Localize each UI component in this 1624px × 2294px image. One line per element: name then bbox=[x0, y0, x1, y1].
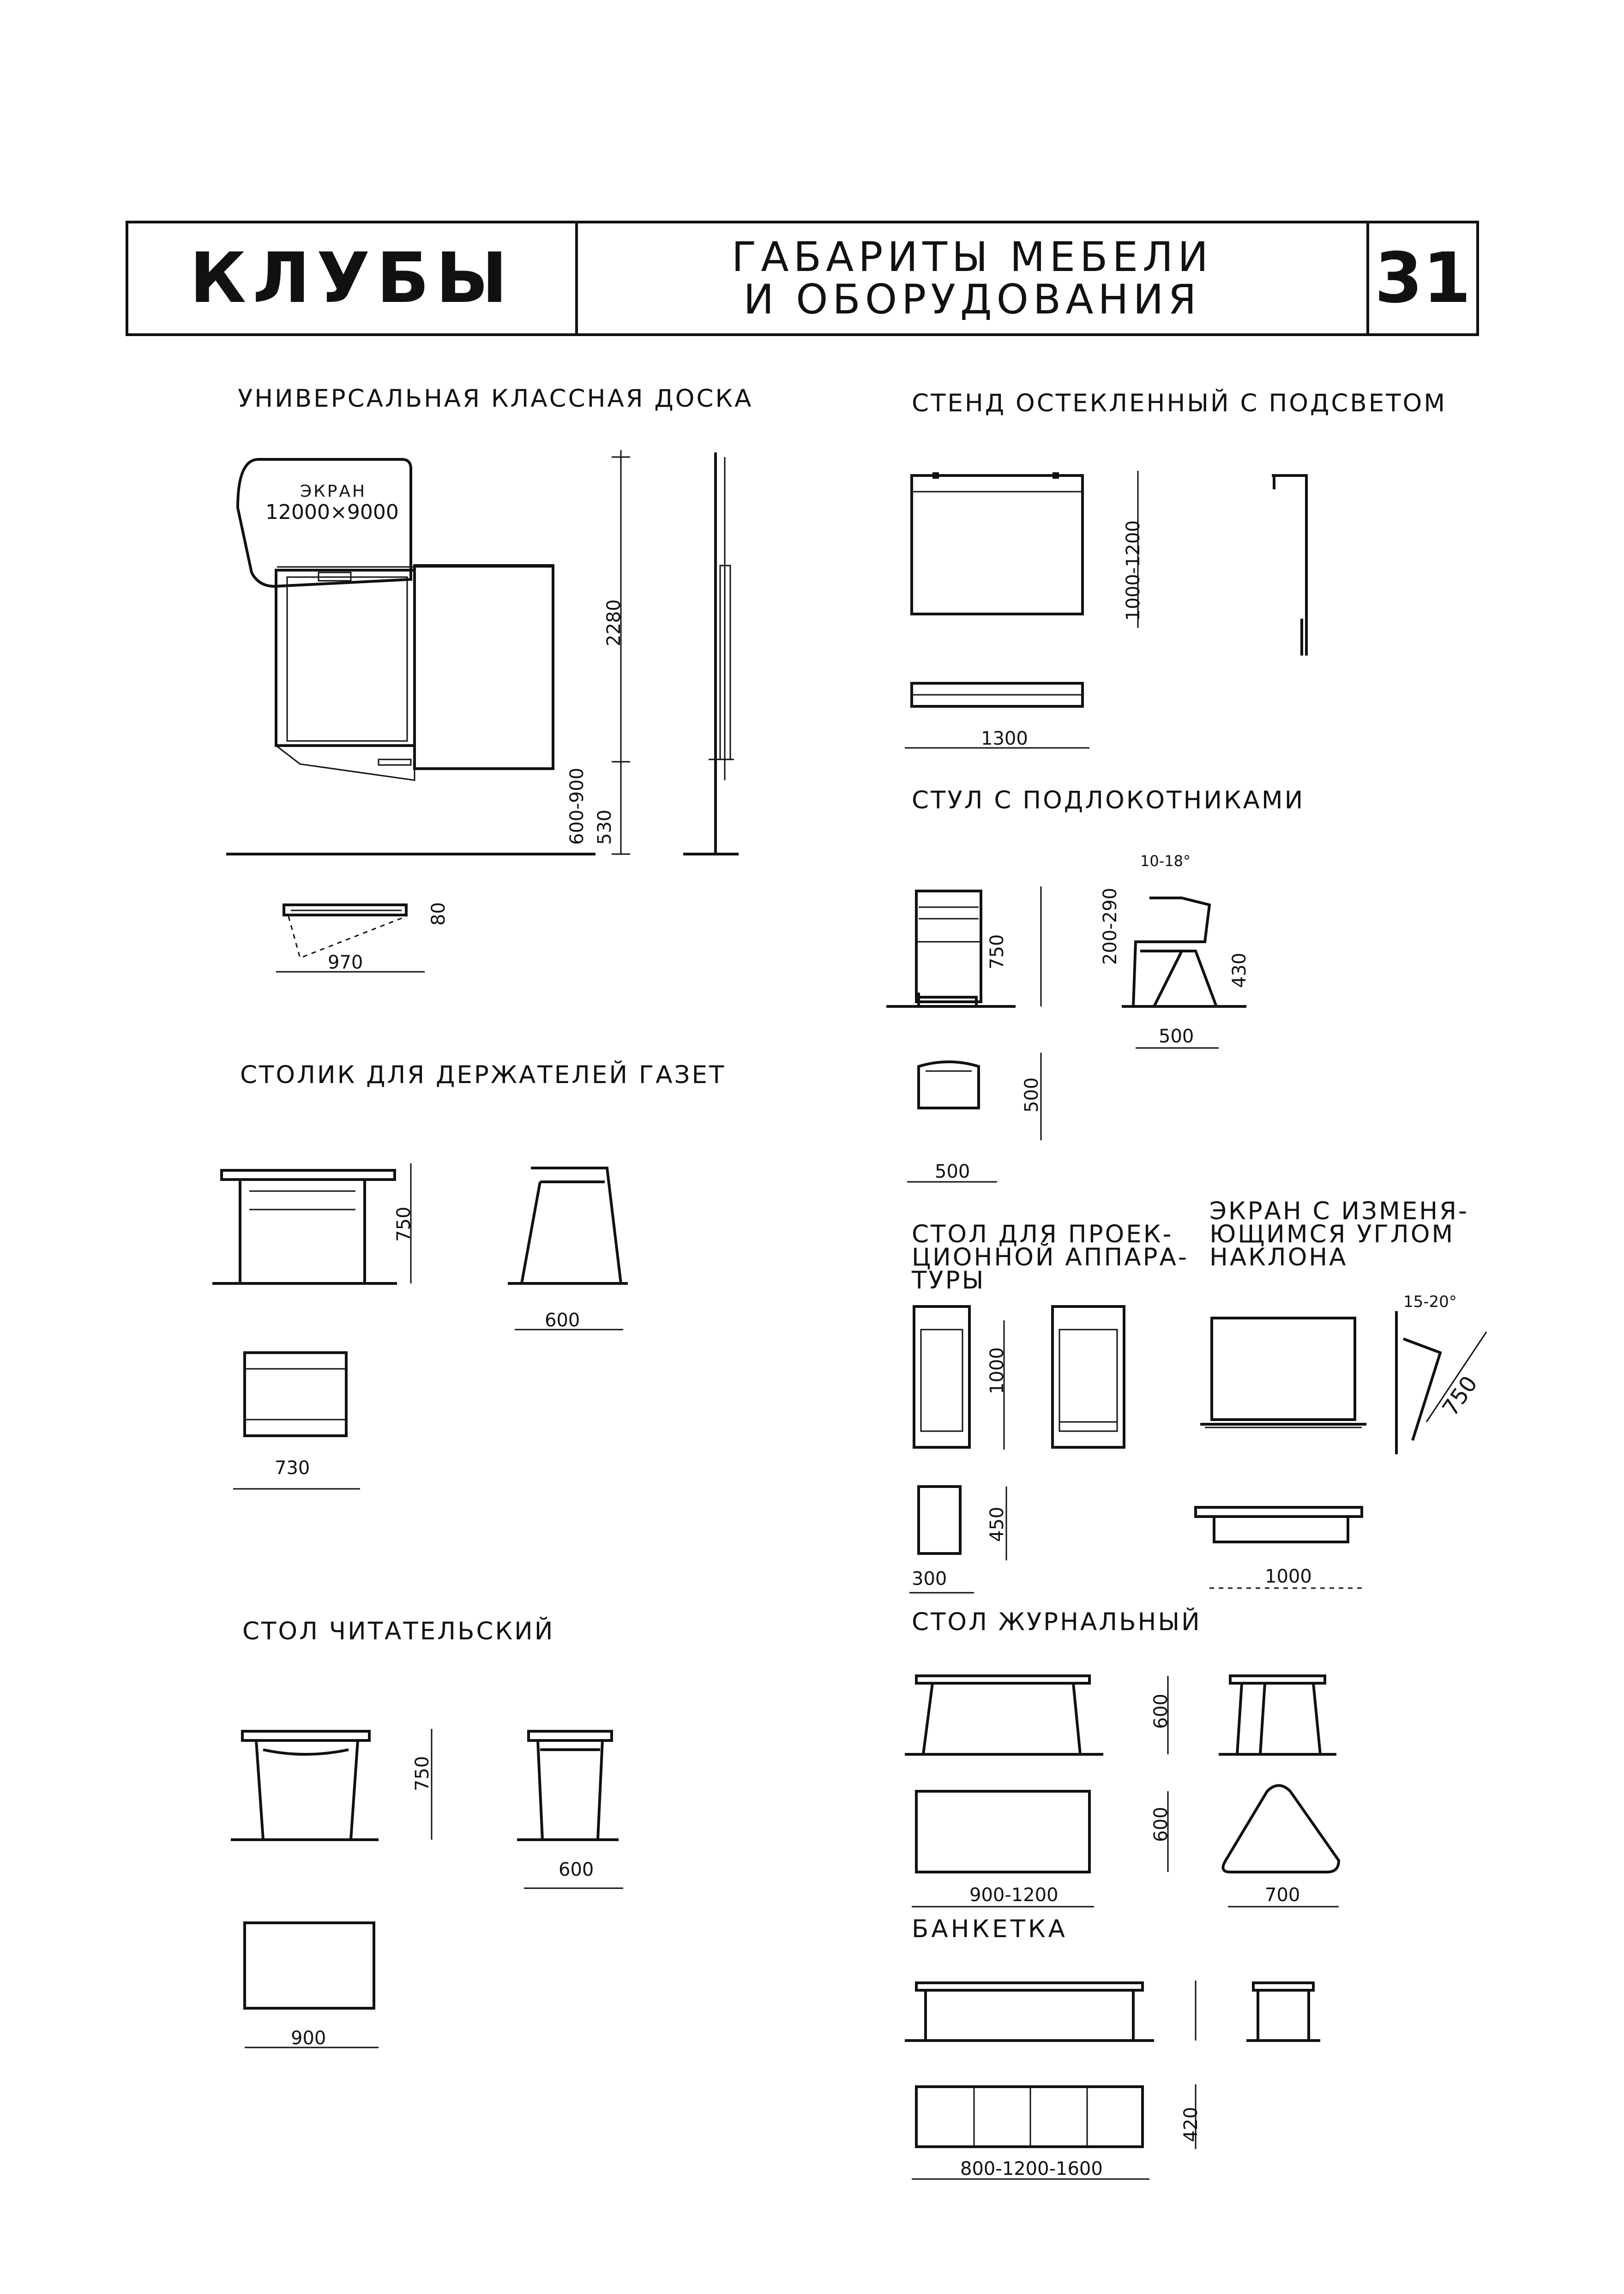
bench-dim-length: 800-1200-1600 bbox=[960, 2158, 1103, 2180]
showcase-dim-width: 1300 bbox=[981, 728, 1028, 749]
reading-table-dim-plan: 900 bbox=[291, 2028, 326, 2049]
blackboard-dim-mount: 600-900 bbox=[566, 767, 588, 845]
tilt-screen-title-line1: ЭКРАН С ИЗМЕНЯ- bbox=[1209, 1197, 1469, 1225]
tilt-screen-drawing bbox=[1194, 1311, 1487, 1589]
projector-table-dim-plan-width: 300 bbox=[912, 1568, 947, 1590]
armchair-dim-seat: 430 bbox=[1229, 952, 1250, 988]
page-number: 31 bbox=[1374, 238, 1471, 319]
tilt-screen-dim-width: 1000 bbox=[1265, 1566, 1312, 1587]
projector-table-dim-plan-depth: 450 bbox=[986, 1506, 1008, 1542]
header-section-title: КЛУБЫ bbox=[189, 238, 514, 319]
bench-dim-depth: 420 bbox=[1180, 2107, 1202, 2142]
projector-table-title-line3: ТУРЫ bbox=[912, 1266, 986, 1295]
magazine-table-title: СТОЛ ЖУРНАЛЬНЫЙ bbox=[912, 1608, 1202, 1636]
blackboard-screen-size: 12000×9000 bbox=[265, 500, 399, 524]
projector-table-title-line1: СТОЛ ДЛЯ ПРОЕК- bbox=[912, 1220, 1173, 1248]
blackboard-dim-low: 530 bbox=[594, 809, 615, 845]
tilt-screen-dim-angle: 15-20° bbox=[1403, 1293, 1457, 1311]
armchair-drawing bbox=[886, 886, 1246, 1183]
bench-drawing bbox=[905, 1981, 1320, 2180]
magazine-table-dim-height: 600 bbox=[1150, 1693, 1172, 1729]
newspaper-table-dim-plan: 730 bbox=[275, 1457, 310, 1479]
header-page-box: 31 bbox=[1366, 221, 1479, 336]
showcase-dim-height: 1000-1200 bbox=[1123, 520, 1144, 621]
magazine-table-drawing bbox=[905, 1674, 1341, 1908]
magazine-table-dim-triangle: 700 bbox=[1265, 1885, 1300, 1906]
reading-table-title: СТОЛ ЧИТАТЕЛЬСКИЙ bbox=[242, 1617, 555, 1645]
armchair-title: СТУЛ С ПОДЛОКОТНИКАМИ bbox=[912, 786, 1305, 814]
tilt-screen-title-line3: НАКЛОНА bbox=[1209, 1243, 1348, 1271]
projector-table-title-line2: ЦИОННОЙ АППАРА- bbox=[912, 1243, 1189, 1271]
showcase-drawing bbox=[905, 471, 1308, 749]
header-subject-box: ГАБАРИТЫ МЕБЕЛИ И ОБОРУДОВАНИЯ bbox=[575, 221, 1369, 336]
newspaper-table-dim-height: 750 bbox=[393, 1206, 415, 1242]
reading-table-dim-side: 600 bbox=[559, 1859, 594, 1880]
projector-table-drawing bbox=[909, 1305, 1125, 1594]
armchair-dim-plan-width: 500 bbox=[935, 1161, 970, 1182]
showcase-title: СТЕНД ОСТЕКЛЕННЫЙ С ПОДСВЕТОМ bbox=[912, 389, 1447, 417]
newspaper-table-title: СТОЛИК ДЛЯ ДЕРЖАТЕЛЕЙ ГАЗЕТ bbox=[240, 1061, 726, 1089]
armchair-dim-height: 750 bbox=[986, 934, 1008, 969]
blackboard-screen-label: ЭКРАН bbox=[300, 482, 367, 501]
projector-table-dim-height: 1000 bbox=[986, 1347, 1008, 1394]
bench-title: БАНКЕТКА bbox=[912, 1915, 1068, 1943]
newspaper-table-drawing bbox=[212, 1163, 628, 1490]
reading-table-drawing bbox=[231, 1729, 623, 2048]
blackboard-dim-width: 970 bbox=[328, 952, 363, 973]
magazine-table-dim-plan-depth: 600 bbox=[1150, 1806, 1172, 1842]
armchair-dim-tilt: 10-18° bbox=[1140, 852, 1191, 870]
header-subject-line2: И ОБОРУДОВАНИЯ bbox=[743, 276, 1201, 323]
blackboard-dim-height: 2280 bbox=[603, 599, 625, 646]
blackboard-drawing bbox=[226, 450, 739, 973]
magazine-table-dim-plan-width: 900-1200 bbox=[969, 1885, 1059, 1906]
reading-table-dim-height: 750 bbox=[412, 1756, 433, 1791]
blackboard-title: УНИВЕРСАЛЬНАЯ КЛАССНАЯ ДОСКА bbox=[238, 385, 753, 413]
header-section-box: КЛУБЫ bbox=[126, 221, 578, 336]
newspaper-table-dim-side: 600 bbox=[545, 1310, 580, 1331]
tilt-screen-title-line2: ЮЩИМСЯ УГЛОМ bbox=[1209, 1220, 1455, 1248]
armchair-dim-arm: 200-290 bbox=[1100, 887, 1121, 965]
armchair-dim-plan-depth: 500 bbox=[1021, 1077, 1042, 1113]
blackboard-dim-depth: 80 bbox=[428, 902, 449, 926]
armchair-dim-side-width: 500 bbox=[1159, 1026, 1194, 1047]
header-subject-line1: ГАБАРИТЫ МЕБЕЛИ bbox=[731, 233, 1213, 281]
